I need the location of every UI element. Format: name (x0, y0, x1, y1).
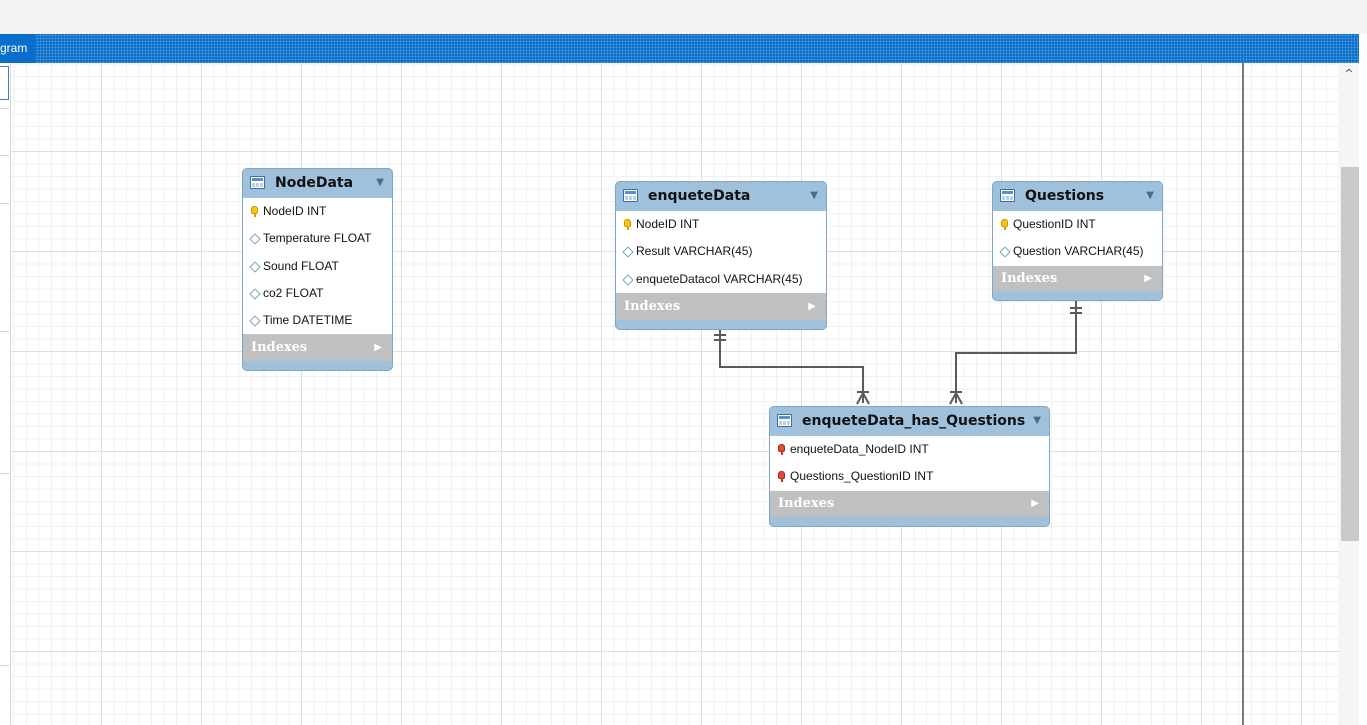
column-row[interactable]: QuestionID INT (993, 211, 1162, 238)
indexes-label: Indexes (251, 340, 308, 356)
expand-arrow-icon[interactable]: ▶ (808, 300, 816, 312)
column-row[interactable]: Result VARCHAR(45) (616, 238, 826, 265)
column-label: co2 FLOAT (263, 285, 324, 300)
table-icon (777, 414, 792, 427)
foreign-key-icon (778, 471, 785, 483)
table-header[interactable]: NodeData ▼ (243, 169, 392, 198)
collapse-arrow-icon[interactable]: ▼ (810, 190, 818, 201)
toolbox-divider (0, 203, 9, 204)
table-icon (623, 189, 638, 202)
table-title: enqueteData_has_Questions (802, 413, 1026, 429)
page-boundary-line (1242, 63, 1244, 725)
column-label: QuestionID INT (1013, 217, 1096, 231)
collapse-arrow-icon[interactable]: ▼ (1146, 190, 1154, 201)
key-icon (251, 206, 258, 217)
column-row[interactable]: Sound FLOAT (243, 253, 392, 280)
table-title: enqueteData (648, 188, 751, 204)
table-footer (770, 517, 1049, 526)
diagram-tab-title[interactable]: gram (0, 34, 36, 63)
toolbox-divider (0, 665, 9, 666)
indexes-section[interactable]: Indexes ▶ (616, 292, 826, 320)
column-label: Result VARCHAR(45) (636, 244, 753, 259)
column-icon (249, 260, 261, 273)
column-icon (622, 273, 634, 286)
expand-arrow-icon[interactable]: ▶ (1031, 497, 1039, 509)
crowsfoot-marker (856, 390, 870, 405)
toolbox-divider (0, 473, 9, 474)
diagram-tab-bar: gram (0, 34, 1367, 63)
toolbox-divider (0, 331, 9, 332)
toolbox-selected-tool[interactable] (0, 66, 9, 100)
column-label: Time DATETIME (263, 313, 353, 328)
relationship-enquetedata-to-junction (719, 327, 864, 403)
scrollbar-thumb[interactable] (1341, 167, 1359, 541)
indexes-label: Indexes (624, 298, 681, 314)
indexes-label: Indexes (1001, 270, 1058, 286)
diagram-canvas[interactable]: NodeData ▼ NodeID INT Temperature FLOAT … (11, 63, 1339, 725)
right-edge (1359, 63, 1367, 725)
expand-arrow-icon[interactable]: ▶ (1144, 272, 1152, 284)
table-nodedata[interactable]: NodeData ▼ NodeID INT Temperature FLOAT … (242, 168, 393, 372)
column-label: NodeID INT (263, 204, 327, 218)
collapse-arrow-icon[interactable]: ▼ (376, 177, 384, 188)
table-footer (243, 361, 392, 370)
toolbox-divider (0, 108, 9, 109)
column-row[interactable]: Temperature FLOAT (243, 225, 392, 252)
column-label: Temperature FLOAT (263, 231, 372, 246)
key-icon (1001, 219, 1008, 230)
table-icon (250, 176, 265, 189)
column-row[interactable]: Questions_QuestionID INT (770, 463, 1049, 490)
table-footer (993, 291, 1162, 300)
column-row[interactable]: Question VARCHAR(45) (993, 238, 1162, 265)
toolbox-divider (0, 155, 9, 156)
column-label: NodeID INT (636, 217, 700, 231)
column-icon (249, 288, 261, 300)
table-enquetedata-has-questions[interactable]: enqueteData_has_Questions ▼ enqueteData_… (769, 406, 1050, 527)
column-row[interactable]: NodeID INT (243, 198, 392, 225)
table-header[interactable]: Questions ▼ (993, 182, 1162, 211)
table-icon (1000, 189, 1015, 202)
column-label: enqueteData_NodeID INT (790, 442, 929, 456)
table-enquetedata[interactable]: enqueteData ▼ NodeID INT Result VARCHAR(… (615, 181, 827, 330)
column-row[interactable]: enqueteData_NodeID INT (770, 436, 1049, 463)
column-icon (622, 246, 634, 258)
column-label: enqueteDatacol VARCHAR(45) (636, 271, 803, 286)
top-toolbar-area (0, 0, 1367, 34)
column-label: Question VARCHAR(45) (1013, 244, 1144, 259)
key-icon (624, 219, 631, 230)
indexes-label: Indexes (778, 495, 835, 511)
table-header[interactable]: enqueteData ▼ (616, 182, 826, 211)
foreign-key-icon (778, 444, 785, 455)
indexes-section[interactable]: Indexes ▶ (243, 334, 392, 362)
table-footer (616, 320, 826, 329)
expand-arrow-icon[interactable]: ▶ (374, 342, 382, 354)
table-title: Questions (1025, 188, 1105, 204)
indexes-section[interactable]: Indexes ▶ (993, 265, 1162, 291)
relationship-lines (714, 301, 1082, 405)
relationship-questions-to-junction (955, 301, 1077, 403)
collapse-arrow-icon[interactable]: ▼ (1033, 415, 1041, 426)
table-questions[interactable]: Questions ▼ QuestionID INT Question VARC… (992, 181, 1163, 301)
column-label: Sound FLOAT (263, 258, 339, 273)
column-row[interactable]: Time DATETIME (243, 307, 392, 334)
column-icon (249, 315, 261, 327)
table-header[interactable]: enqueteData_has_Questions ▼ (770, 407, 1049, 436)
left-toolbox (0, 63, 11, 725)
indexes-section[interactable]: Indexes ▶ (770, 490, 1049, 517)
table-title: NodeData (275, 175, 354, 191)
column-label: Questions_QuestionID INT (790, 469, 934, 484)
column-row[interactable]: NodeID INT (616, 211, 826, 238)
column-row[interactable]: co2 FLOAT (243, 280, 392, 307)
scroll-up-icon[interactable]: ^ (1344, 67, 1354, 80)
vertical-scrollbar[interactable]: ^ (1339, 63, 1359, 725)
column-icon (249, 233, 261, 245)
crowsfoot-marker (949, 390, 963, 405)
column-icon (999, 246, 1011, 258)
column-row[interactable]: enqueteDatacol VARCHAR(45) (616, 266, 826, 293)
tab-bar-end (1359, 34, 1367, 63)
